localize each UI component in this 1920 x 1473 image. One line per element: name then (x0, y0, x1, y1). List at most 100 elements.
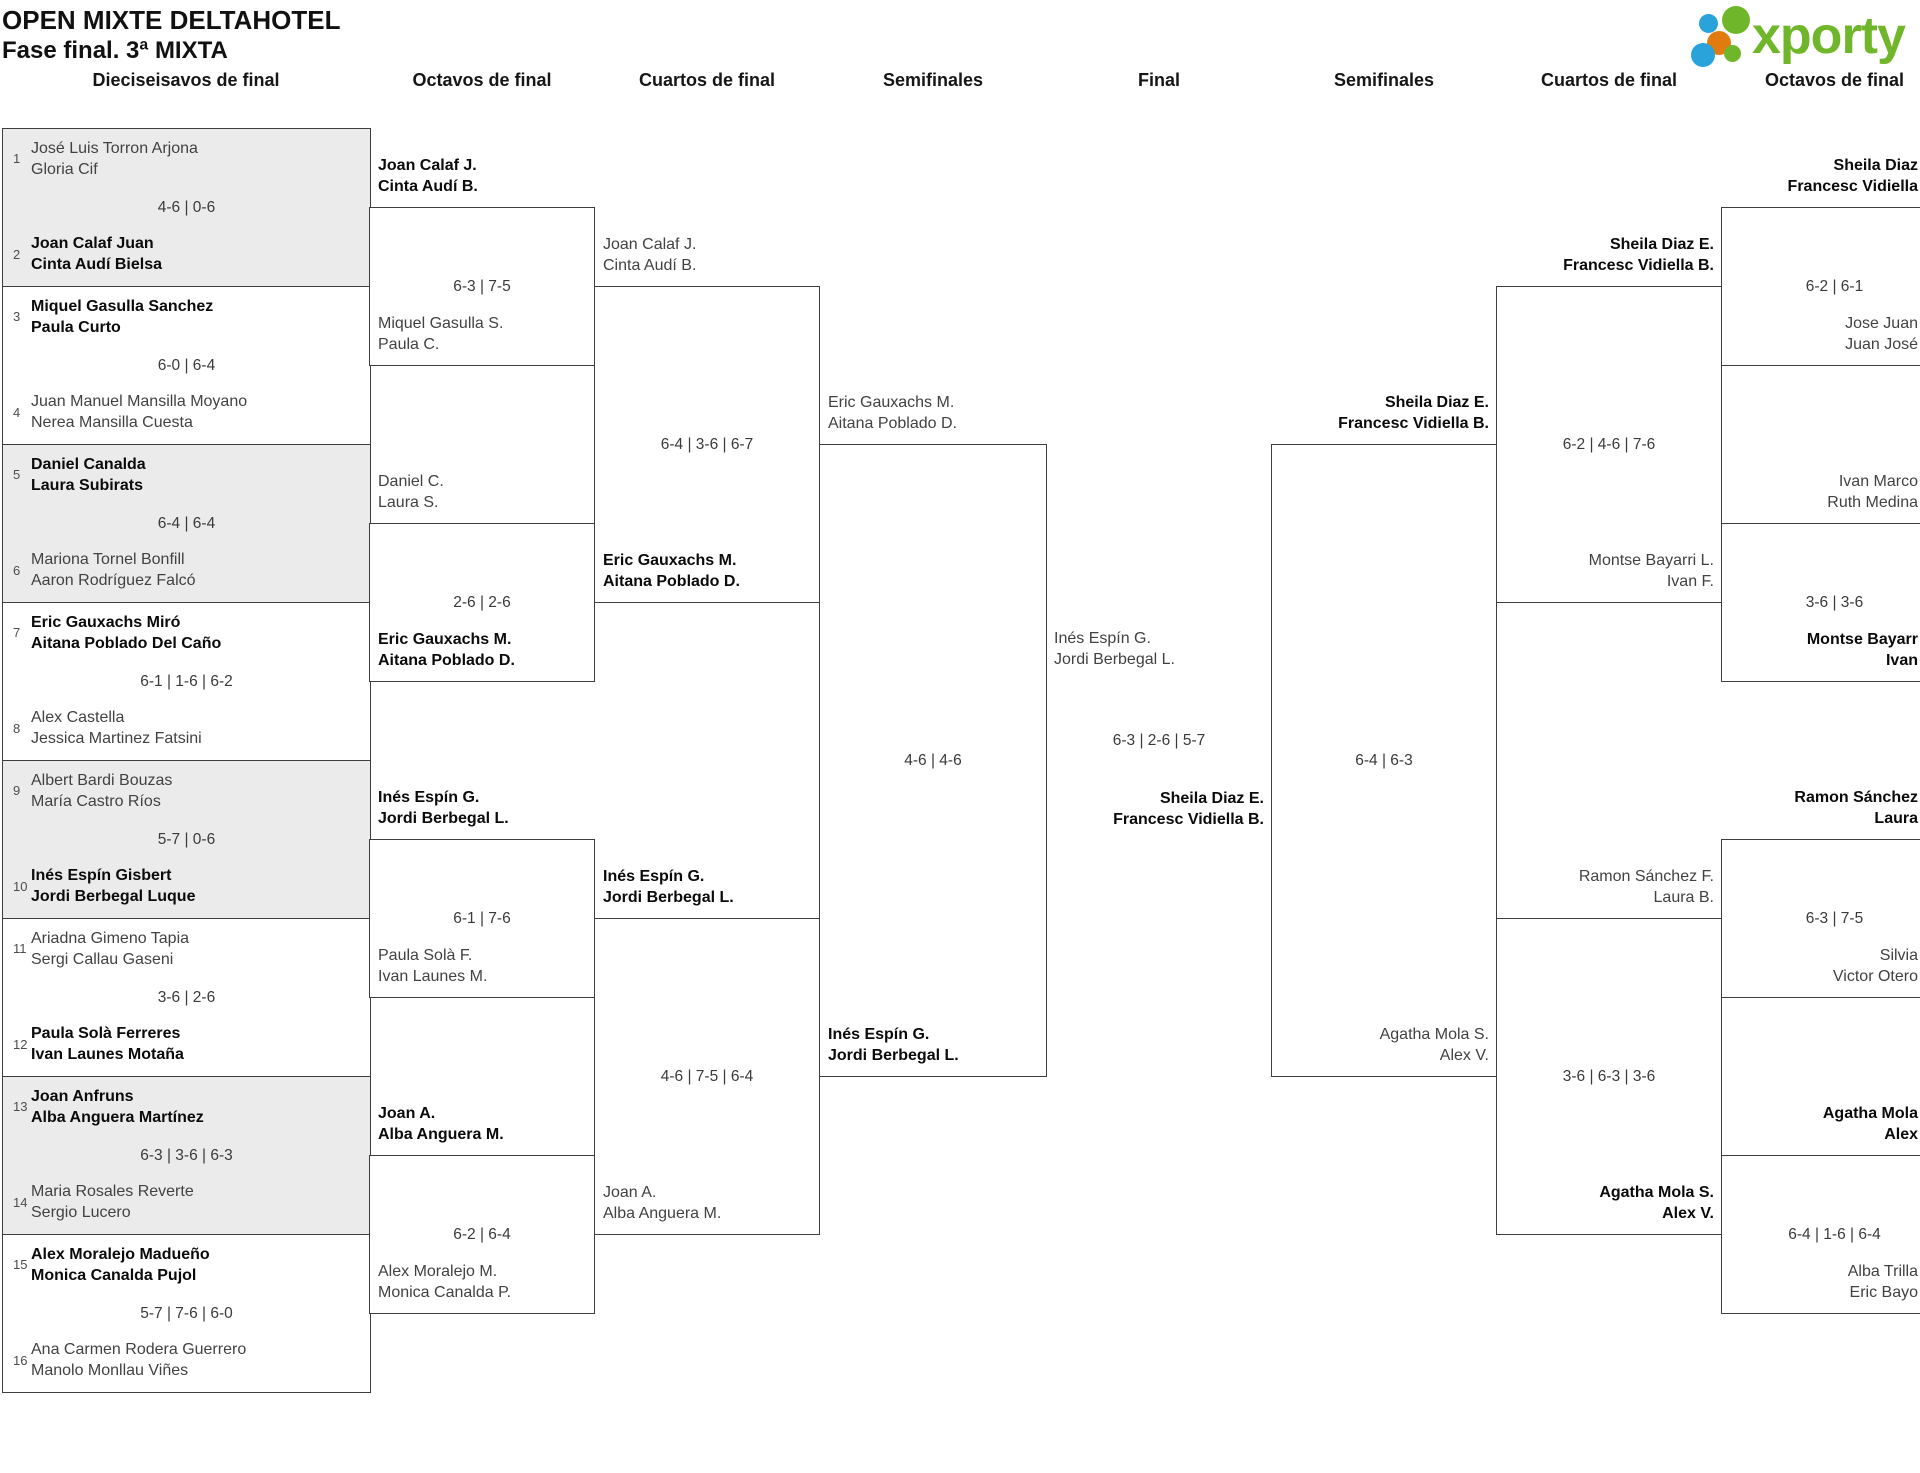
team-line: Alex Moralejo Madueño (31, 1246, 210, 1263)
team-line: Joan A. (603, 1184, 657, 1201)
match-score: 6-2 | 6-1 (1805, 278, 1864, 295)
team-label: Joan A.Alba Anguera M. (603, 1182, 721, 1224)
team-line: Alex Moralejo M. (378, 1263, 498, 1280)
team-line: Alex Castella (31, 709, 125, 726)
team-line: Francesc Vidiella B. (1563, 257, 1714, 274)
team-label: Eric Gauxachs M.Aitana Poblado D. (378, 629, 515, 671)
team-line: Francesc Vidiella B. (1113, 811, 1264, 828)
logo-dot-blue-large (1691, 43, 1715, 67)
team-line: Cinta Audí B. (603, 257, 697, 274)
team-line: Laura S. (378, 494, 439, 511)
team-line: Aaron Rodríguez Falcó (31, 572, 196, 589)
team-line: Alex V. (1662, 1205, 1714, 1222)
round-header-dieciseisavos: Dieciseisavos de final (92, 70, 280, 90)
match-box: 3-6 | 3-6 (1721, 523, 1920, 682)
team-line: Victor Otero (1832, 968, 1918, 985)
team-line: Daniel Canalda (31, 456, 146, 473)
team-line: Ruth Medina (1827, 494, 1918, 511)
team-line: Cinta Audí Bielsa (31, 256, 162, 273)
team-line: Paula C. (378, 336, 440, 353)
team-line: Maria Rosales Reverte (31, 1183, 194, 1200)
team-line: Silvia (1879, 947, 1918, 964)
team-line: Sheila Diaz (1833, 157, 1918, 174)
team-line: Joan Anfruns (31, 1088, 134, 1105)
team-line: Ivan Launes M. (378, 968, 488, 985)
match-score: 2-6 | 2-6 (453, 594, 511, 611)
team-line: Agatha Mola (1822, 1105, 1918, 1122)
match-score: 6-2 | 6-4 (453, 1226, 511, 1243)
team-line: Jordi Berbegal L. (828, 1047, 959, 1064)
match-score: 6-3 | 7-5 (1805, 910, 1864, 927)
team-line: Alba Trilla (1847, 1263, 1918, 1280)
logo-wordmark: xporty (1752, 7, 1906, 65)
team-line: Sheila Diaz E. (1384, 394, 1489, 411)
match-score: 6-2 | 4-6 | 7-6 (1562, 436, 1656, 453)
team-label: Sheila Diaz E. Francesc Vidiella B. (1113, 788, 1264, 830)
match-score: 4-6 | 0-6 (157, 199, 216, 216)
match-box: 4-6 | 7-5 | 6-4 (594, 918, 820, 1235)
team-line: Sheila Diaz E. (1609, 236, 1714, 253)
team-line: Ivan Launes Motaña (31, 1046, 184, 1063)
match-score: 6-3 | 2-6 | 5-7 (1112, 732, 1206, 749)
seed-number: 7 (13, 625, 21, 640)
team-line: Jordi Berbegal L. (603, 889, 734, 906)
seed-number: 16 (13, 1353, 28, 1368)
match-score: 6-3 | 7-5 (453, 278, 511, 295)
team-line: Laura B. (1653, 889, 1714, 906)
team-line: Montse Bayarri L. (1588, 552, 1714, 569)
team-label: Inés Espín G.Jordi Berbegal L. (603, 866, 734, 908)
team-label: Alex Moralejo M.Monica Canalda P. (378, 1261, 511, 1303)
team-line: Joan Calaf J. (603, 236, 697, 253)
team-line: Gloria Cif (31, 161, 98, 178)
team-line: Jose Juan (1845, 315, 1918, 332)
team-line: Sheila Diaz E. (1159, 790, 1264, 807)
team-line: José Luis Torron Arjona (31, 140, 198, 157)
team-line: Sergio Lucero (31, 1204, 131, 1221)
team-line: Jordi Berbegal L. (378, 810, 509, 827)
team-line: Agatha Mola S. (1599, 1184, 1714, 1201)
team-line: Miquel Gasulla S. (378, 315, 504, 332)
round-header-octavos-left: Octavos de final (412, 70, 552, 90)
team-line: Daniel C. (378, 473, 444, 490)
team-line: Aitana Poblado D. (828, 415, 957, 432)
team-line: Paula Curto (31, 319, 121, 336)
match-score: 3-6 | 2-6 (157, 989, 216, 1006)
match-box: 6-2 | 6-1 (1721, 207, 1920, 366)
team-line: Monica Canalda Pujol (31, 1267, 197, 1284)
team-line: Eric Gauxachs M. (828, 394, 955, 411)
team-label: Joan A.Alba Anguera M. (378, 1103, 504, 1145)
team-label: Agatha Mola S.Alex V. (1380, 1024, 1489, 1066)
team-line: Juan José (1845, 336, 1918, 353)
team-line: Jordi Berbegal Luque (31, 888, 196, 905)
match-box: 6-2 | 4-6 | 7-6 (1496, 286, 1722, 603)
team-line: Inés Espín G. (1054, 630, 1151, 647)
seed-number: 14 (13, 1195, 28, 1210)
match-box: 3-6 | 6-3 | 3-6 (1496, 918, 1722, 1235)
team-label: Joan Calaf J.Cinta Audí B. (378, 155, 478, 197)
team-label: Inés Espín G.Jordi Berbegal L. (828, 1024, 959, 1066)
team-line: Mariona Tornel Bonfill (31, 551, 185, 568)
match-box: 6-4 | 6-3 (1271, 444, 1497, 1077)
match-box: 4-6 | 4-6 (819, 444, 1047, 1077)
match-box: 6-2 | 6-4 (369, 1155, 595, 1314)
seed-number: 3 (13, 309, 21, 324)
match-score: 6-0 | 6-4 (157, 357, 216, 374)
match-box: 6-4 | 1-6 | 6-4 (1721, 1155, 1920, 1314)
team-label: Daniel C. Laura S. (378, 471, 444, 513)
match-score: 6-4 | 3-6 | 6-7 (660, 436, 754, 453)
round-header-octavos-right: Octavos de final (1764, 70, 1905, 90)
